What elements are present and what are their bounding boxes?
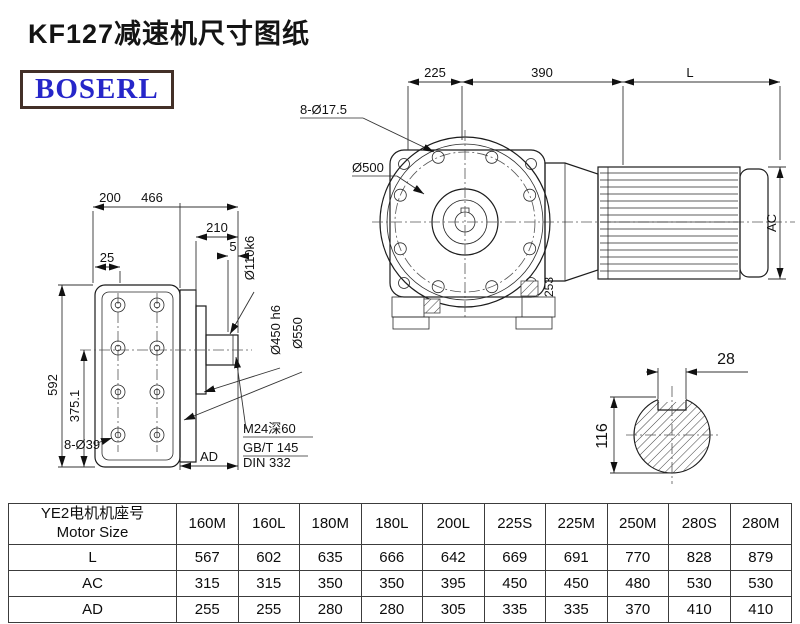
col-header: 160M xyxy=(176,503,239,545)
gearbox-base xyxy=(391,280,556,330)
value-cell: 280 xyxy=(360,596,423,623)
value-cell: 410 xyxy=(668,596,731,623)
technical-drawing: 200 466 210 5 25 592 375.1 8-Ø39 xyxy=(45,65,795,484)
value-cell: 315 xyxy=(237,570,300,597)
value-cell: 350 xyxy=(299,570,362,597)
value-cell: 635 xyxy=(299,544,362,571)
value-cell: 450 xyxy=(545,570,608,597)
dim-390-label: 390 xyxy=(531,65,553,80)
table-row-AC: AC 315 315 350 350 395 450 450 480 530 5… xyxy=(8,570,792,597)
motor-size-table: YE2电机机座号 Motor Size 160M 160L 180M 180L … xyxy=(8,503,792,623)
dim-592-label: 592 xyxy=(45,374,60,396)
motor-fins xyxy=(600,172,738,272)
side-view: 200 466 210 5 25 592 375.1 8-Ø39 xyxy=(45,190,313,470)
table-row-L: L 567 602 635 666 642 669 691 770 828 87… xyxy=(8,544,792,571)
dim-ac-label: AC xyxy=(764,214,779,232)
tap-m24-label: M24深60 xyxy=(243,421,296,436)
page-title: KF127减速机尺寸图纸 xyxy=(28,19,311,49)
dim-225-label: 225 xyxy=(424,65,446,80)
output-flange-side xyxy=(179,289,197,463)
motor xyxy=(597,166,769,280)
row-label: AD xyxy=(8,596,177,623)
value-cell: 828 xyxy=(668,544,731,571)
col-header: 225M xyxy=(545,503,608,545)
table-header-motor-size: YE2电机机座号 Motor Size xyxy=(8,503,177,545)
value-cell: 530 xyxy=(729,570,792,597)
dim-466-label: 466 xyxy=(141,190,163,205)
col-header: 280S xyxy=(668,503,731,545)
value-cell: 530 xyxy=(668,570,731,597)
brand-logo-text: BOSERL xyxy=(35,73,159,105)
col-header: 225S xyxy=(483,503,546,545)
bolt-holes-front xyxy=(393,150,537,294)
value-cell: 280 xyxy=(299,596,362,623)
row-label: AC xyxy=(8,570,177,597)
value-cell: 642 xyxy=(422,544,485,571)
motor-body xyxy=(597,166,741,280)
dim-253-label: 253 xyxy=(542,277,556,297)
value-cell: 666 xyxy=(360,544,423,571)
value-cell: 691 xyxy=(545,544,608,571)
dim-210-label: 210 xyxy=(206,220,228,235)
value-cell: 480 xyxy=(606,570,669,597)
value-cell: 395 xyxy=(422,570,485,597)
value-cell: 450 xyxy=(483,570,546,597)
col-header: 180M xyxy=(299,503,362,545)
value-cell: 350 xyxy=(360,570,423,597)
std-gbt145-label: GB/T 145 xyxy=(243,440,298,455)
value-cell: 669 xyxy=(483,544,546,571)
dim-25-label: 25 xyxy=(100,250,114,265)
bolt-holes-side xyxy=(110,297,165,443)
col-header: 180L xyxy=(360,503,423,545)
value-cell: 255 xyxy=(237,596,300,623)
value-cell: 305 xyxy=(422,596,485,623)
col-header: 160L xyxy=(237,503,300,545)
value-cell: 255 xyxy=(176,596,239,623)
col-header: 280M xyxy=(729,503,792,545)
std-din332-label: DIN 332 xyxy=(243,455,291,470)
value-cell: 315 xyxy=(176,570,239,597)
dim-28-label: 28 xyxy=(717,351,735,368)
value-cell: 602 xyxy=(237,544,300,571)
table-row-AD: AD 255 255 280 280 305 335 335 370 410 4… xyxy=(8,596,792,623)
dim-ad-label: AD xyxy=(200,449,218,464)
dim-L-label: L xyxy=(686,65,693,80)
dim-200-label: 200 xyxy=(99,190,121,205)
brand-logo-box: BOSERL xyxy=(20,70,174,109)
header-en: Motor Size xyxy=(56,524,129,541)
value-cell: 879 xyxy=(729,544,792,571)
shaft-section-view: 28 116 xyxy=(594,351,748,484)
holes-8d39-label: 8-Ø39 xyxy=(64,437,100,452)
holes-8d17-label: 8-Ø17.5 xyxy=(300,102,347,117)
header-cn: YE2电机机座号 xyxy=(40,505,145,523)
dia-500-label: Ø500 xyxy=(352,160,384,175)
value-cell: 410 xyxy=(729,596,792,623)
value-cell: 335 xyxy=(483,596,546,623)
value-cell: 370 xyxy=(606,596,669,623)
spigot-dia-label: Ø450 h6 xyxy=(268,305,283,355)
shaft-dia-label: Ø110k6 xyxy=(242,236,257,281)
dim-375-label: 375.1 xyxy=(67,390,82,423)
front-view: 225 390 L 8-Ø17.5 Ø500 253 AC xyxy=(300,65,795,330)
dim-116-label: 116 xyxy=(594,423,611,449)
value-cell: 770 xyxy=(606,544,669,571)
col-header: 250M xyxy=(606,503,669,545)
flange-dia-label: Ø550 xyxy=(290,317,305,349)
table-header-row: YE2电机机座号 Motor Size 160M 160L 180M 180L … xyxy=(8,503,792,545)
dim-5-label: 5 xyxy=(229,239,236,254)
value-cell: 567 xyxy=(176,544,239,571)
value-cell: 335 xyxy=(545,596,608,623)
row-label: L xyxy=(8,544,177,571)
col-header: 200L xyxy=(422,503,485,545)
